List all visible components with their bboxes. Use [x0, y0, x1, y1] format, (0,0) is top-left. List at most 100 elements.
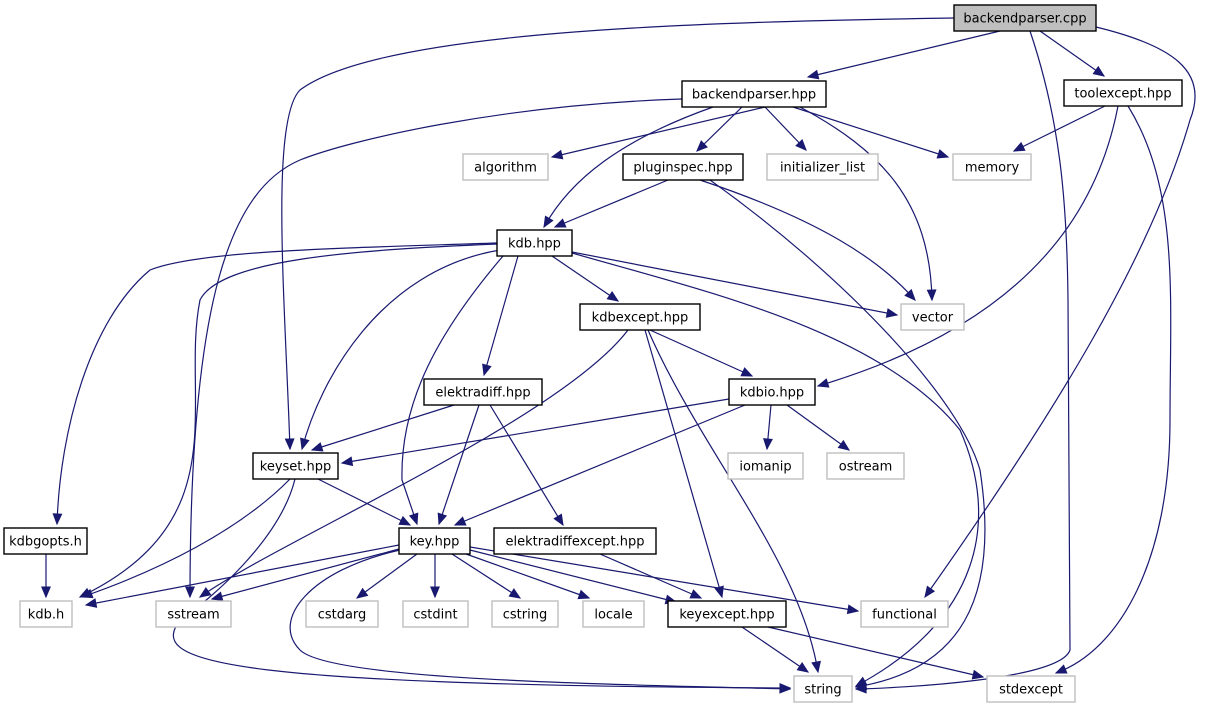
node-label: sstream [167, 608, 219, 623]
edge-kdbexcept-hpp-to-sstream [199, 329, 629, 598]
edge-keyexcept-hpp-to-stdexcept-arrowhead [971, 669, 985, 680]
node-cstdint: cstdint [402, 600, 469, 628]
node-label: memory [965, 161, 1020, 176]
node-box [493, 527, 657, 555]
edge-kdbexcept-hpp-to-keyexcept-hpp [644, 329, 723, 598]
edge-key-hpp-to-functional [469, 546, 859, 612]
edge-kdbexcept-hpp-to-sstream-arrowhead [198, 586, 212, 598]
node-box [953, 4, 1097, 32]
node-label: kdb.h [28, 608, 64, 623]
node-toolexcept-hpp[interactable]: toolexcept.hpp [1063, 79, 1183, 107]
edge-backendparser-cpp-to-string [855, 30, 1071, 690]
edge-pluginspec-hpp-to-vector [699, 179, 916, 301]
edge-key-hpp-to-locale-arrowhead [577, 589, 591, 600]
edge-key-hpp-to-locale [465, 553, 590, 599]
edge-pluginspec-hpp-to-string [709, 179, 986, 688]
node-pluginspec-hpp[interactable]: pluginspec.hpp [622, 153, 744, 181]
node-box [402, 600, 469, 628]
node-box [793, 675, 853, 703]
node-algorithm: algorithm [462, 153, 549, 181]
edge-pluginspec-hpp-to-kdb-hpp-arrowhead [553, 218, 567, 228]
edge-keyset-hpp-to-kdb-h-arrowhead [80, 588, 94, 599]
node-label: algorithm [474, 161, 537, 176]
edge-kdb-hpp-to-keyset-hpp [301, 249, 501, 450]
node-kdbgopts-h[interactable]: kdbgopts.h [3, 527, 88, 555]
edge-elektradiffexcept-hpp-to-keyexcept-hpp-arrowhead [689, 589, 703, 599]
edge-elektradiff-hpp-to-keyset-hpp-arrowhead [310, 442, 324, 452]
node-label: ostream [839, 460, 893, 475]
node-backendparser-cpp[interactable]: backendparser.cpp [953, 4, 1097, 32]
node-label: elektradiff.hpp [435, 386, 530, 401]
edge-kdbexcept-hpp-to-string [647, 329, 819, 673]
edge-toolexcept-hpp-to-stdexcept [1055, 105, 1172, 674]
edge-kdbexcept-hpp-to-kdbio-hpp [649, 329, 753, 377]
edge-backendparser-hpp-to-sstream-arrowhead [185, 586, 195, 599]
node-box [423, 378, 543, 406]
edge-key-hpp-to-kdb-h-arrowhead [84, 598, 98, 608]
node-label: keyexcept.hpp [679, 608, 774, 623]
node-keyexcept-hpp[interactable]: keyexcept.hpp [667, 600, 787, 628]
edge-keyset-hpp-to-string [172, 478, 791, 689]
edge-kdbio-hpp-to-ostream-arrowhead [837, 439, 851, 451]
node-initializer-list: initializer_list [766, 153, 879, 181]
edge-kdb-hpp-to-vector [571, 251, 898, 316]
node-functional: functional [860, 600, 949, 628]
edge-kdbio-hpp-to-key-hpp-arrowhead [453, 516, 467, 526]
node-keyset-hpp[interactable]: keyset.hpp [252, 452, 339, 480]
node-label: elektradiffexcept.hpp [506, 535, 645, 550]
node-sstream: sstream [155, 600, 232, 628]
node-label: kdbexcept.hpp [592, 311, 689, 326]
node-label: string [804, 683, 841, 698]
edge-kdb-hpp-to-elektradiff-hpp [483, 255, 519, 376]
node-box [252, 452, 339, 480]
node-kdb-hpp[interactable]: kdb.hpp [496, 229, 573, 257]
edge-kdbgopts-h-to-kdb-h-arrowhead [41, 586, 51, 599]
node-label: iomanip [739, 460, 791, 475]
edges-layer [41, 17, 1196, 694]
node-label: toolexcept.hpp [1074, 87, 1171, 102]
node-label: kdbio.hpp [740, 386, 804, 401]
node-label: backendparser.cpp [963, 12, 1086, 27]
edge-elektradiff-hpp-to-elektradiffexcept-hpp [489, 404, 564, 526]
nodes-layer: backendparser.cpp backendparser.hpp toolex… [3, 4, 1183, 703]
node-key-hpp[interactable]: key.hpp [398, 527, 471, 555]
edge-backendparser-cpp-to-toolexcept-hpp [1039, 30, 1105, 77]
edge-kdbio-hpp-to-ostream [786, 404, 850, 451]
node-elektradiffexcept-hpp[interactable]: elektradiffexcept.hpp [493, 527, 657, 555]
edge-backendparser-cpp-to-keyset-hpp-arrowhead [284, 438, 295, 451]
edge-backendparser-hpp-to-pluginspec-hpp-arrowhead [696, 140, 708, 152]
node-iomanip: iomanip [727, 452, 804, 480]
node-label: keyset.hpp [260, 460, 332, 475]
edge-kdb-hpp-to-key-hpp [401, 255, 504, 525]
node-box [3, 527, 88, 555]
node-box [305, 600, 379, 628]
edge-kdb-hpp-to-keyset-hpp-arrowhead [300, 437, 310, 451]
node-kdbio-hpp[interactable]: kdbio.hpp [728, 378, 816, 406]
edge-toolexcept-hpp-to-memory-arrowhead [1012, 141, 1026, 152]
edge-key-hpp-to-sstream-arrowhead [210, 591, 224, 602]
edge-keyset-hpp-to-kdb-h [81, 478, 291, 598]
edge-elektradiff-hpp-to-key-hpp [438, 404, 480, 525]
node-box [728, 378, 816, 406]
node-label: pluginspec.hpp [633, 161, 732, 176]
node-elektradiff-hpp[interactable]: elektradiff.hpp [423, 378, 543, 406]
edge-backendparser-cpp-to-keyset-hpp [281, 17, 955, 450]
node-ostream: ostream [826, 452, 905, 480]
edge-kdb-hpp-to-key-hpp-arrowhead [408, 512, 419, 526]
edge-toolexcept-hpp-to-kdbio-hpp-arrowhead [816, 378, 830, 388]
node-kdbexcept-hpp[interactable]: kdbexcept.hpp [579, 303, 701, 331]
node-label: cstdarg [318, 608, 367, 623]
node-box [462, 153, 549, 181]
edge-kdb-hpp-to-kdbexcept-hpp [551, 255, 619, 302]
node-box [155, 600, 232, 628]
edge-key-hpp-to-string [289, 549, 791, 690]
node-label: backendparser.hpp [692, 88, 816, 103]
edge-backendparser-hpp-to-memory [792, 106, 949, 158]
edge-backendparser-hpp-to-kdb-hpp-arrowhead [543, 215, 554, 229]
node-backendparser-hpp[interactable]: backendparser.hpp [681, 80, 827, 108]
node-box [826, 452, 905, 480]
edge-backendparser-hpp-to-kdb-hpp [543, 106, 714, 228]
edge-key-hpp-to-string-arrowhead [779, 683, 792, 694]
edge-pluginspec-hpp-to-kdb-hpp [554, 179, 669, 228]
node-box [727, 452, 804, 480]
